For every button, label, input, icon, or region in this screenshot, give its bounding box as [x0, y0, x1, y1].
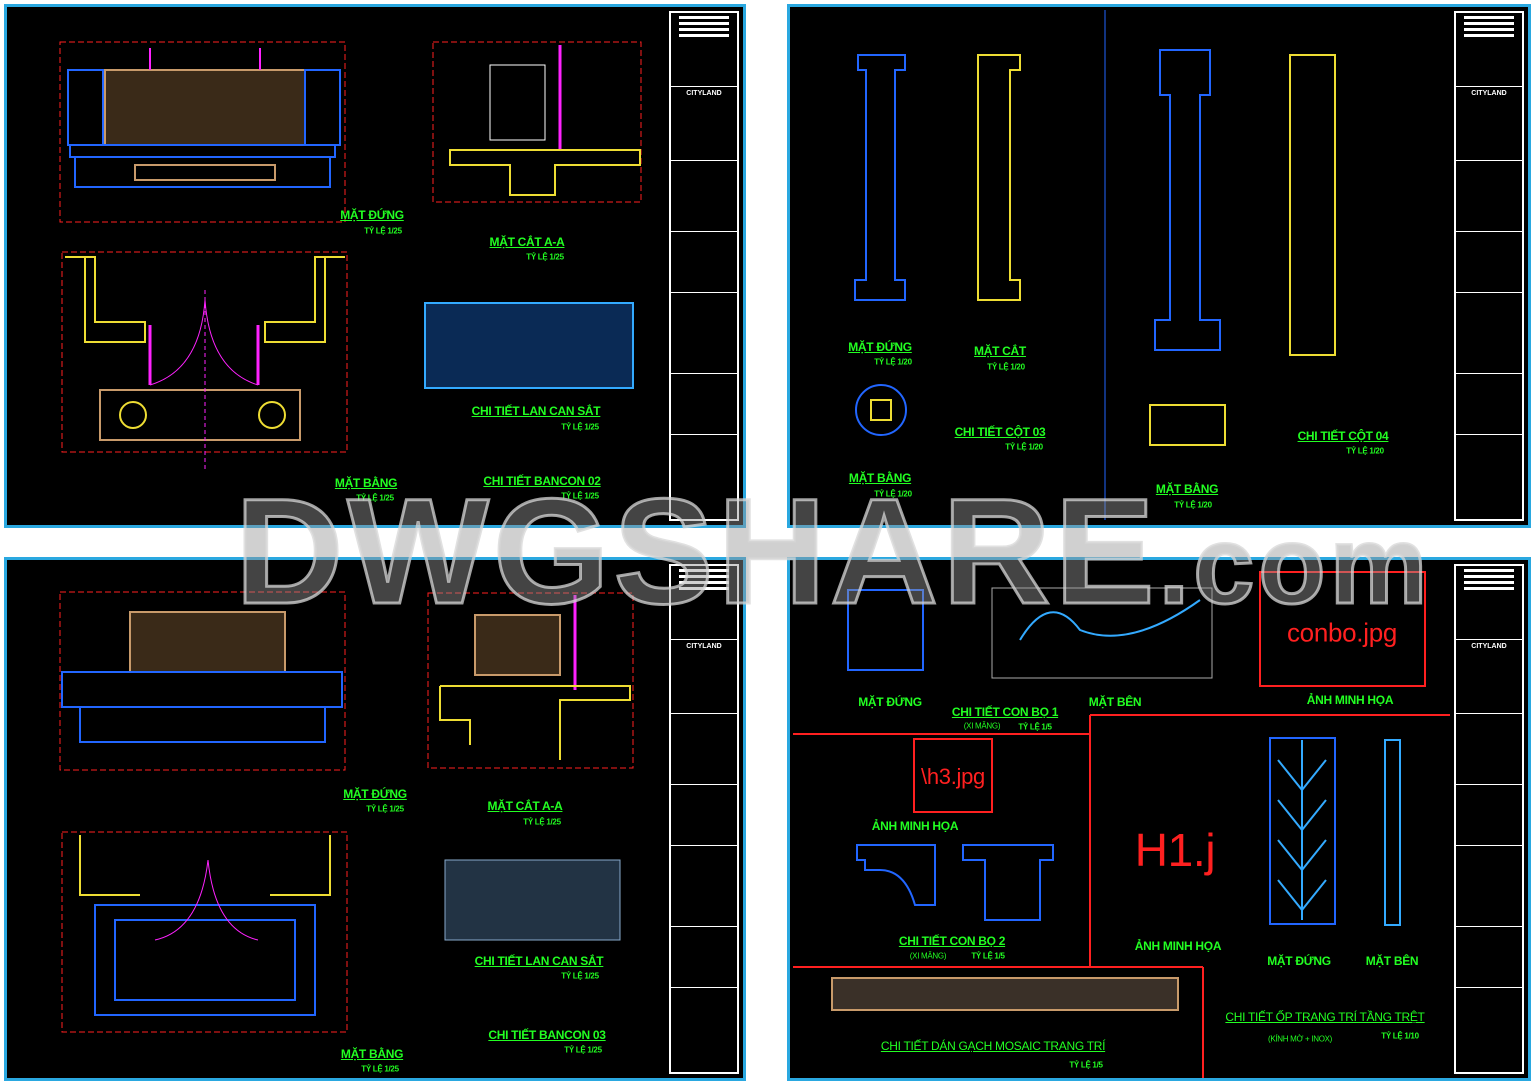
- side-view-label: MẶT BÊN: [1088, 695, 1142, 709]
- scale-label: TỶ LỆ 1/20: [1005, 442, 1043, 452]
- sheet-columns: CITYLAND: [787, 4, 1531, 528]
- illustration-label: ẢNH MINH HỌA: [1306, 693, 1394, 707]
- watermark-suffix: .com: [1157, 503, 1432, 629]
- image-placeholder-conbo: conbo.jpg: [1286, 617, 1398, 648]
- scale-label: TỶ LỆ 1/25: [523, 817, 561, 827]
- ornament-details: [793, 571, 1450, 1078]
- column-04-drawings: [1149, 49, 1336, 446]
- scale-label: TỶ LỆ 1/25: [356, 493, 394, 503]
- watermark: DWGSHARE.com: [234, 465, 1432, 638]
- scale-label: TỶ LỆ 1/25: [366, 804, 404, 814]
- panel-side-label: MẶT BÊN: [1365, 954, 1419, 968]
- scale-label: TỶ LỆ 1/25: [561, 422, 599, 432]
- panel-elevation-label: MẶT ĐỨNG: [1267, 954, 1331, 968]
- scale-label: TỶ LỆ 1/20: [1346, 446, 1384, 456]
- material-label: (KÍNH MỜ + INOX): [1267, 1034, 1333, 1044]
- plan-label: MẶT BẰNG: [334, 476, 398, 490]
- drawing-title: CHI TIẾT BANCON 02: [483, 474, 601, 488]
- image-placeholder-h3: \h3.jpg: [921, 764, 985, 789]
- elevation-label: MẶT ĐỨNG: [858, 695, 922, 709]
- plan-label: MẶT BẰNG: [340, 1047, 404, 1061]
- material-label: (XI MĂNG): [909, 951, 947, 961]
- material-label: (XI MĂNG): [963, 721, 1001, 731]
- bracket-1-title: CHI TIẾT CON BỌ 1: [951, 705, 1059, 719]
- title-block: CITYLAND: [1454, 564, 1524, 1074]
- bracket-2-title: CHI TIẾT CON BỌ 2: [898, 934, 1006, 948]
- scale-label: TỶ LỆ 1/5: [1069, 1060, 1103, 1070]
- section-label: MẶT CẮT A-A: [489, 235, 565, 249]
- railing-02-detail: [424, 302, 634, 389]
- drawing-title: CHI TIẾT BANCON 03: [488, 1028, 606, 1042]
- scale-label: TỶ LỆ 1/25: [561, 491, 599, 501]
- column-03-title: CHI TIẾT CỘT 03: [954, 425, 1046, 439]
- scale-label: TỶ LỆ 1/25: [364, 226, 402, 236]
- image-placeholder-h1: H1.j: [1134, 824, 1216, 876]
- scale-label: TỶ LỆ 1/10: [1381, 1031, 1419, 1041]
- cladding-title: CHI TIẾT ỐP TRANG TRÍ TẦNG TRỆT: [1225, 1010, 1425, 1024]
- scale-label: TỶ LỆ 1/5: [1018, 722, 1052, 732]
- section-divider-lines: [793, 714, 1450, 1078]
- elevation-label: MẶT ĐỨNG: [848, 340, 912, 354]
- balcony-02-plan: [61, 251, 348, 470]
- scale-label: TỶ LỆ 1/5: [971, 951, 1005, 961]
- section-label: MẶT CẮT A-A: [487, 799, 563, 813]
- illustration-label: ẢNH MINH HỌA: [1134, 939, 1222, 953]
- watermark-text: DWGSHARE: [234, 466, 1159, 637]
- balcony-03-drawings: [59, 591, 634, 1033]
- scale-label: TỶ LỆ 1/25: [564, 1045, 602, 1055]
- brand-label: CITYLAND: [686, 90, 722, 97]
- scale-label: TỶ LỆ 1/20: [874, 357, 912, 367]
- scale-label: TỶ LỆ 1/25: [561, 971, 599, 981]
- brand-label: CITYLAND: [686, 643, 722, 650]
- scale-label: TỶ LỆ 1/20: [1174, 500, 1212, 510]
- title-block: CITYLAND: [1454, 11, 1524, 521]
- sheet-balcony-03: CITYLAND: [4, 557, 746, 1081]
- plan-label: MẶT BẰNG: [1155, 482, 1219, 496]
- brand-label: CITYLAND: [1471, 643, 1507, 650]
- title-block: CITYLAND: [669, 11, 739, 521]
- elevation-label: MẶT ĐỨNG: [340, 208, 404, 222]
- railing-label: CHI TIẾT LAN CAN SẮT: [474, 954, 604, 968]
- mosaic-title: CHI TIẾT DÁN GẠCH MOSAIC TRANG TRÍ: [880, 1039, 1106, 1053]
- elevation-label: MẶT ĐỨNG: [343, 787, 407, 801]
- scale-label: TỶ LỆ 1/20: [987, 362, 1025, 372]
- plan-label: MẶT BẰNG: [848, 471, 912, 485]
- brand-label: CITYLAND: [1471, 90, 1507, 97]
- scale-label: TỶ LỆ 1/20: [874, 489, 912, 499]
- scale-label: TỶ LỆ 1/25: [526, 252, 564, 262]
- scale-label: TỶ LỆ 1/25: [361, 1064, 399, 1074]
- column-03-drawings: [854, 10, 1106, 520]
- railing-label: CHI TIẾT LAN CAN SẮT: [471, 404, 601, 418]
- title-block: CITYLAND: [669, 564, 739, 1074]
- section-label: MẶT CẮT: [974, 344, 1026, 358]
- illustration-label: ẢNH MINH HỌA: [871, 819, 959, 833]
- balcony-02-elevation: [59, 41, 346, 223]
- balcony-02-section: [432, 41, 642, 203]
- column-04-title: CHI TIẾT CỘT 04: [1297, 429, 1389, 443]
